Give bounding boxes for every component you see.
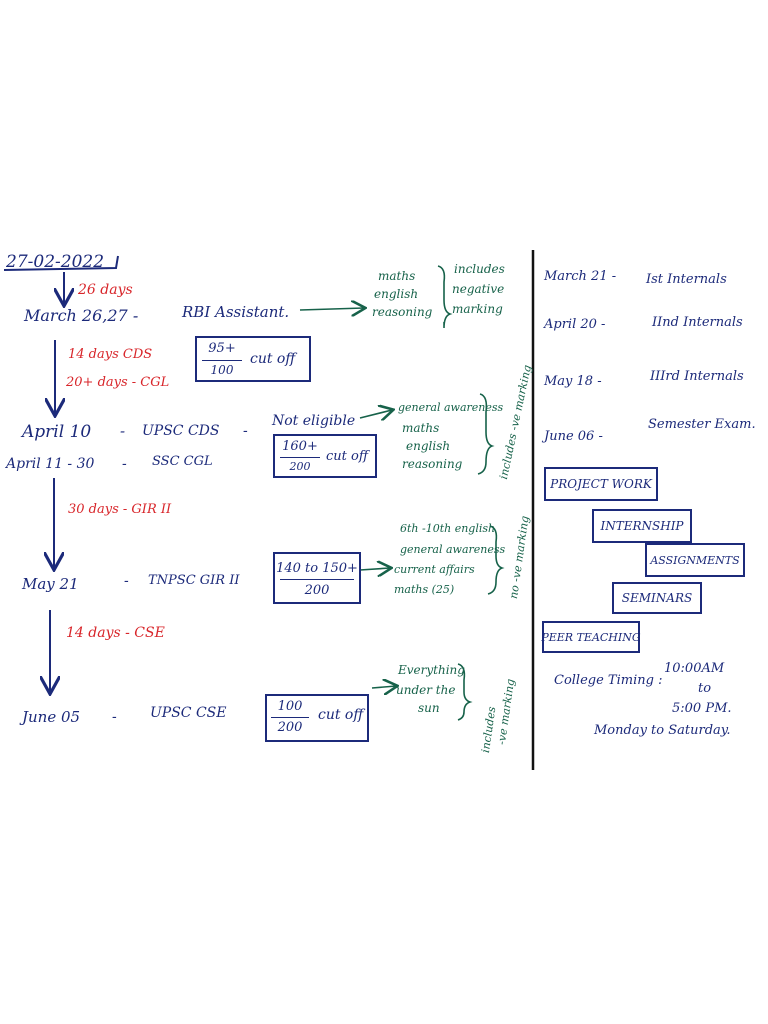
gir-subject-3: current affairs <box>394 563 475 576</box>
cutoff-num-cse: 100 <box>277 699 303 714</box>
gir-subject-2: general awareness <box>400 543 506 556</box>
brace-rbi <box>437 265 453 329</box>
rbi-subject-1: maths <box>378 269 416 283</box>
event-date-1: March 26,27 - <box>24 306 139 325</box>
rbi-subject-3: reasoning <box>372 305 433 319</box>
brace-gir <box>487 525 505 595</box>
event-dash-3: - <box>122 456 127 472</box>
event-exam-5: UPSC CSE <box>150 705 227 721</box>
schedule-date-3: May 18 - <box>544 374 602 389</box>
timing-days: Monday to Saturday. <box>594 723 731 738</box>
cutoff-num-cgl: 160+ <box>282 439 318 454</box>
cse-subject-1: Everything <box>398 663 465 677</box>
timing-label: College Timing : <box>554 673 663 688</box>
gap-label-1: 26 days <box>78 282 133 298</box>
arrow-cse <box>371 686 396 688</box>
cutoff-label-rbi: cut off <box>250 351 296 367</box>
event-date-2: April 10 <box>22 422 92 442</box>
date-underline <box>3 255 119 271</box>
cds-subject-4: reasoning <box>402 457 463 471</box>
event-dash-4: - <box>124 573 129 589</box>
schedule-date-4: June 06 - <box>544 429 603 444</box>
cutoff-den-gir: 200 <box>304 583 330 598</box>
cutoff-num-rbi: 95+ <box>208 341 236 356</box>
gir-subject-1: 6th -10th english <box>400 522 496 535</box>
cutoff-num-gir: 140 to 150+ <box>276 561 358 576</box>
cutoff-box-cse <box>265 694 369 742</box>
timing-to: to <box>698 681 712 696</box>
event-exam-1: RBI Assistant. <box>182 303 290 321</box>
cutoff-box-gir <box>273 552 361 604</box>
rbi-subject-2: english <box>374 287 419 301</box>
cutoff-box-cgl <box>273 434 377 478</box>
event-date-4: May 21 <box>22 575 79 593</box>
timing-start: 10:00AM <box>664 661 725 676</box>
cds-subject-2: maths <box>402 421 440 435</box>
event-exam-3: SSC CGL <box>152 454 213 469</box>
event-exam-2: UPSC CDS <box>142 423 220 439</box>
activity-assignments: ASSIGNMENTS <box>645 543 745 577</box>
rbi-note-3: marking <box>452 302 503 316</box>
activity-internship: INTERNSHIP <box>592 509 692 543</box>
cutoff-den-cse: 200 <box>277 720 303 735</box>
rbi-note-1: includes <box>454 262 505 276</box>
gap-label-2: 14 days CDS <box>68 347 153 362</box>
gir-subject-4: maths (25) <box>394 583 455 596</box>
cutoff-bar-cse <box>271 717 309 718</box>
cse-subject-3: sun <box>418 701 440 715</box>
note-date: 27-02-2022 <box>6 252 105 272</box>
event-date-5: June 05 <box>22 708 81 726</box>
schedule-event-3: IIIrd Internals <box>650 369 744 384</box>
cse-subject-2: under the <box>396 683 456 697</box>
cutoff-den-cgl: 200 <box>289 460 311 473</box>
brace-cds <box>477 393 495 475</box>
cutoff-label-cgl: cut off <box>326 449 369 464</box>
event-dash-5: - <box>112 709 117 725</box>
schedule-date-1: March 21 - <box>544 269 617 284</box>
cutoff-bar-rbi <box>202 360 242 361</box>
cutoff-bar-cgl <box>280 457 320 458</box>
cds-subject-1: general awareness <box>398 401 504 414</box>
event-exam-4: TNPSC GIR II <box>148 573 240 588</box>
cutoff-box-rbi <box>195 336 311 382</box>
cutoff-label-cse: cut off <box>318 707 364 723</box>
activity-peer-teaching: PEER TEACHING <box>541 621 641 653</box>
rbi-note-2: negative <box>452 282 505 296</box>
gap-label-3: 20+ days - CGL <box>66 375 170 390</box>
arrow-rbi <box>299 308 364 310</box>
gap-label-4: 30 days - GIR II <box>68 502 172 517</box>
schedule-date-2: April 20 - <box>544 317 606 332</box>
cutoff-den-rbi: 100 <box>210 363 234 377</box>
schedule-event-2: IInd Internals <box>652 315 743 330</box>
timing-end: 5:00 PM. <box>672 701 732 716</box>
activity-seminars: SEMINARS <box>612 582 702 614</box>
event-dash2-2: - <box>243 423 248 439</box>
event-date-3: April 11 - 30 <box>6 456 95 472</box>
event-dash-2: - <box>120 422 126 440</box>
event-note-2: Not eligible <box>272 413 356 429</box>
brace-cse <box>457 663 473 721</box>
arrow-cds <box>359 410 392 418</box>
activity-project-work: PROJECT WORK <box>544 467 658 501</box>
arrow-gir <box>359 568 390 570</box>
gap-label-5: 14 days - CSE <box>66 625 165 641</box>
schedule-event-1: Ist Internals <box>646 272 727 287</box>
cutoff-bar-gir <box>280 579 354 580</box>
cds-subject-3: english <box>406 439 451 453</box>
schedule-event-4: Semester Exam. <box>648 417 756 432</box>
